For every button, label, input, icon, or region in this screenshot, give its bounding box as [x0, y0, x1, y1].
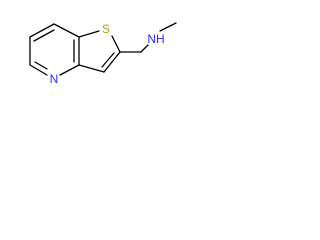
amine-nitrogen-atom-label: NH [147, 32, 164, 46]
pyridine-ring [29, 23, 80, 76]
bond-n5-c6 [29, 64, 48, 76]
thiophene-ring [78, 30, 121, 73]
bond-c3-c3a [78, 64, 105, 73]
bond-c7a-c3a [53, 23, 80, 38]
bond-n5-c6-inner [34, 61, 48, 70]
methylaminomethyl-chain [119, 22, 177, 53]
bond-s1-c2 [111, 35, 121, 53]
ring-nitrogen-atom-label: N [50, 72, 59, 86]
chemical-structure: S N NH [29, 22, 177, 86]
bond-ch2-nh [140, 44, 149, 53]
bond-c7a-s1 [78, 30, 100, 38]
bond-c2-c3-inner [101, 52, 115, 68]
sulfur-atom-label: S [102, 22, 110, 36]
bond-nh-ch3 [159, 22, 177, 32]
bond-c2-c3 [103, 51, 121, 73]
bond-c4-n5 [59, 64, 80, 76]
bond-c7-c7a-inner [33, 29, 55, 42]
bond-c7-c7a [29, 23, 55, 38]
